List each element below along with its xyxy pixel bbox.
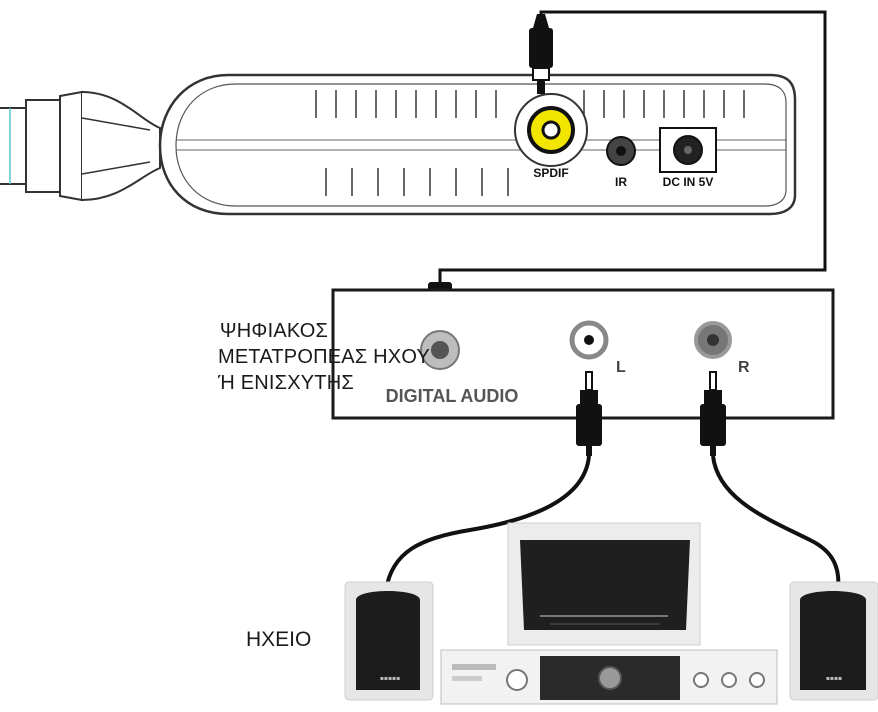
- converter-label: ΨΗΦΙΑΚΟΣ ΜΕΤΑΤΡΟΠΕΑΣ ΗΧΟΥ Ή ΕΝΙΣΧΥΤΗΣ: [218, 318, 430, 396]
- digital-audio-label: DIGITAL AUDIO: [386, 386, 519, 406]
- digital-audio-jack[interactable]: [420, 330, 460, 370]
- right-rca-cable: [700, 371, 841, 591]
- ir-label: IR: [615, 175, 627, 189]
- speaker-label: ΗΧΕΙΟ: [246, 628, 312, 651]
- spdif-label: SPDIF: [533, 166, 568, 180]
- right-channel-label: R: [738, 359, 750, 376]
- converter-label-line-2: ΜΕΤΑΤΡΟΠΕΑΣ ΗΧΟΥ: [218, 346, 430, 368]
- dc-in-jack[interactable]: [659, 127, 717, 173]
- svg-text:▪▪▪▪: ▪▪▪▪: [826, 675, 842, 682]
- dc-in-label: DC IN 5V: [663, 175, 714, 189]
- subwoofer: [507, 522, 701, 646]
- svg-text:▪▪▪▪▪: ▪▪▪▪▪: [380, 675, 400, 682]
- right-audio-jack[interactable]: [694, 321, 732, 359]
- left-audio-jack[interactable]: [569, 320, 609, 360]
- media-player-device: [158, 73, 797, 216]
- spdif-jack[interactable]: [514, 93, 588, 167]
- converter-label-line-3: Ή ΕΝΙΣΧΥΤΗΣ: [218, 372, 354, 394]
- converter-label-line-1: ΨΗΦΙΑΚΟΣ: [219, 320, 329, 342]
- left-channel-label: L: [616, 359, 626, 376]
- left-speaker: ▪▪▪▪▪: [344, 581, 434, 701]
- stereo-amplifier: [440, 649, 778, 705]
- left-rca-cable: [384, 371, 602, 591]
- right-speaker: ▪▪▪▪: [789, 581, 878, 701]
- ir-jack[interactable]: [606, 136, 636, 166]
- hdmi-cable: [0, 90, 161, 202]
